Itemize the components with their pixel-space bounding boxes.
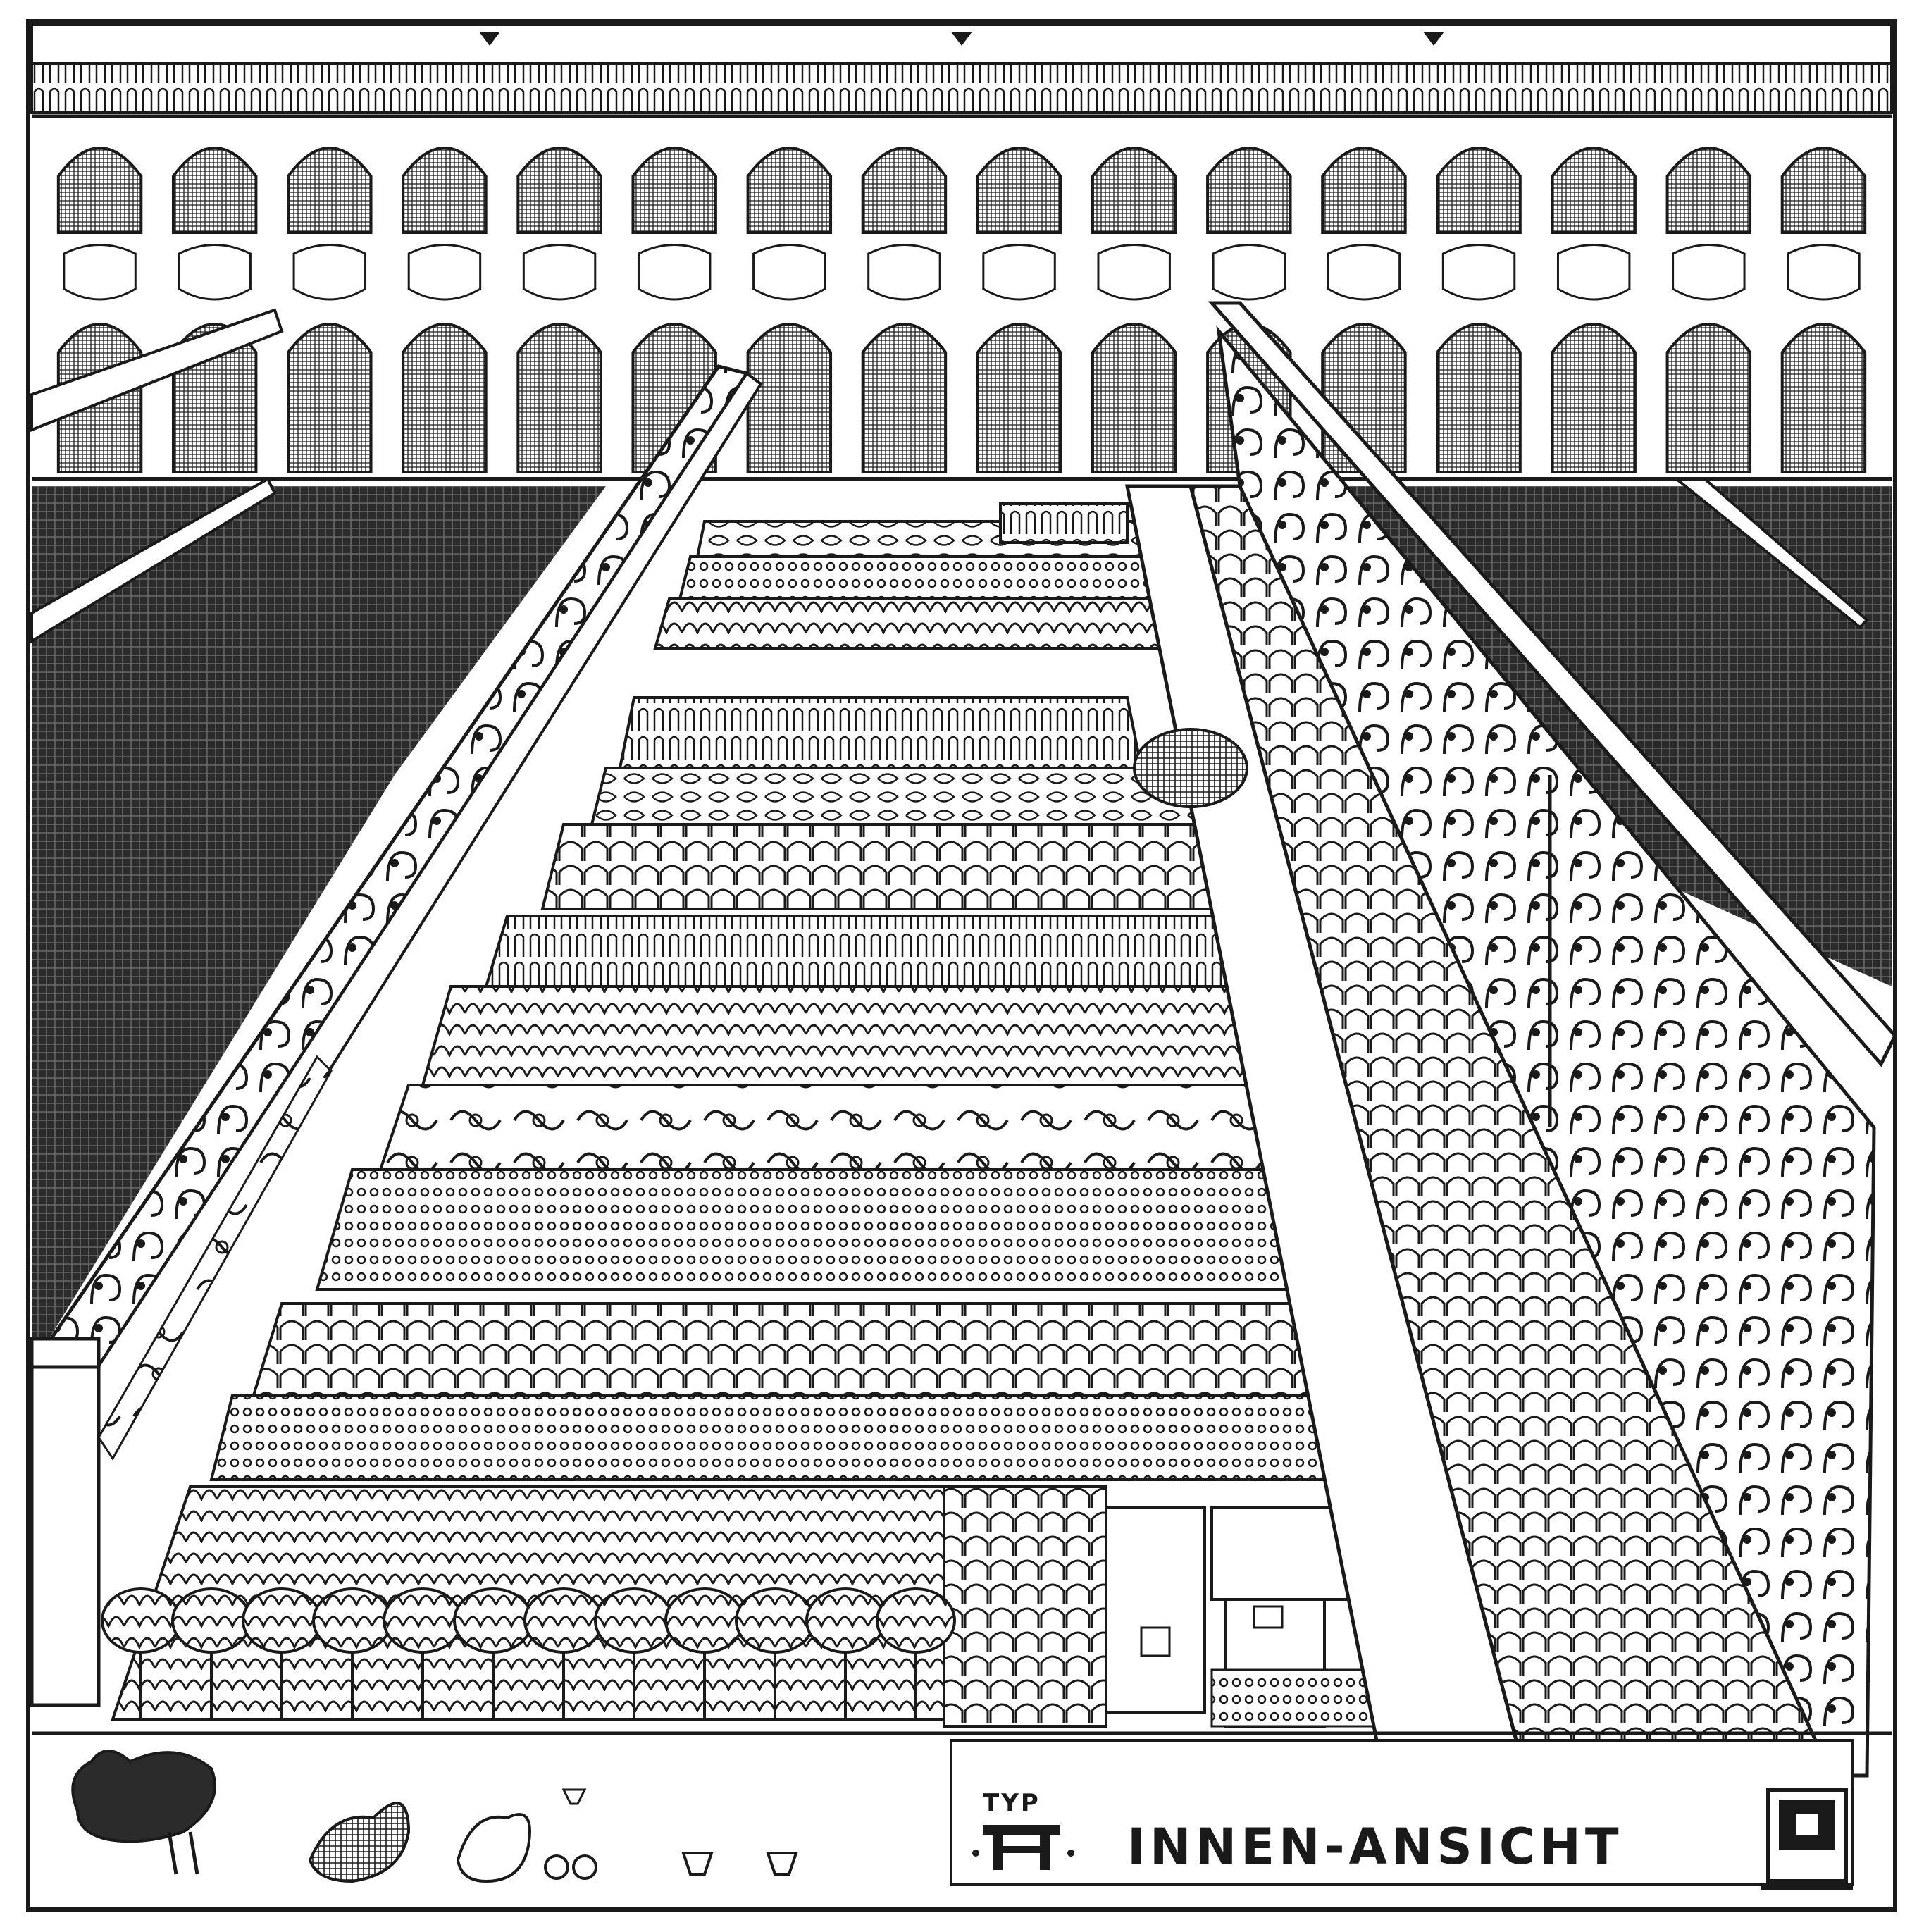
upper-arch-panel [63,244,137,301]
left-side-beam [30,308,284,432]
front-shrub [453,1587,533,1654]
upper-arch-panel [867,244,941,301]
upper-arch-window [1551,147,1637,234]
lower-arch-doorway [516,323,602,473]
front-shrub [876,1587,956,1654]
typ-label: TYP [983,1789,1041,1817]
upper-arch-window [402,147,488,234]
far-round-shrub [1133,728,1248,808]
lower-arcade [56,323,1867,473]
front-shrub [805,1587,886,1654]
lower-arch-doorway [1091,323,1177,473]
view-title: INNEN-ANSICHT [1127,1818,1623,1876]
upper-arch-window [631,147,717,234]
upper-arch-panel [522,244,597,301]
shaded-ground-left [32,486,606,1367]
upper-arch-window [287,147,373,234]
bed-row-7 [484,915,1263,988]
caption: TYP A INNEN-ANSICHT [972,1789,1623,1876]
upper-arch-panel [1787,244,1861,301]
upper-arch-window [171,147,258,234]
bed-row-3 [653,597,1186,650]
upper-arch-panel [1441,244,1516,301]
bed-row-11 [252,1302,1397,1397]
upper-arch-window [516,147,602,234]
upper-arch-panel [178,244,252,301]
lower-arch-doorway [287,323,373,473]
bed-row-12 [209,1394,1411,1481]
upper-arch-window [746,147,833,234]
upper-arch-panel [1212,244,1286,301]
left-lower-beam [30,477,277,644]
front-shrub [242,1587,322,1654]
upper-arch-window [1321,147,1407,234]
lower-arch-doorway [402,323,488,473]
front-shrub [594,1587,674,1654]
typ-letter-glyph [972,1825,1074,1870]
lower-arch-doorway [861,323,948,473]
upper-arch-window [1436,147,1522,234]
upper-arcade [56,147,1867,301]
bed-row-2 [678,555,1168,600]
bed-row-10 [315,1168,1362,1291]
right-lower-beam [1672,478,1869,629]
caption-panel [950,1739,1854,1886]
bed-row-8 [421,985,1291,1086]
far-bench [999,502,1129,544]
front-shrub [383,1587,463,1654]
upper-arch-window [1780,147,1867,234]
upper-arch-panel [407,244,482,301]
upper-arch-panel [982,244,1056,301]
chickens-icon [71,1750,798,1883]
upper-arch-window [861,147,948,234]
upper-arch-panel [1097,244,1171,301]
upper-arch-window [56,147,143,234]
upper-arch-panel [1327,244,1401,301]
front-shrub [312,1587,392,1654]
bed-row-5 [590,767,1214,826]
stepped-garden-beds [111,520,1411,1721]
front-shrub [664,1587,745,1654]
right-staircase [1124,301,1897,1778]
upper-arch-panel [1556,244,1631,301]
lower-arch-doorway [1436,323,1522,473]
upper-arch-panel [637,244,712,301]
bed-row-6 [540,823,1235,910]
lower-arch-doorway [976,323,1062,473]
monogram-icon [1761,1788,1853,1890]
upper-arch-window [976,147,1062,234]
front-shrub [735,1587,815,1654]
upper-arch-window [1091,147,1177,234]
front-shrub-row [101,1587,956,1719]
lower-arch-doorway [1780,323,1867,473]
upper-arch-panel [752,244,826,301]
bed-row-9 [378,1084,1327,1171]
left-newel-post [30,1351,101,1707]
front-shrub [171,1587,252,1654]
right-handrail [1208,301,1897,1067]
lower-arch-doorway [746,323,833,473]
upper-arch-window [1665,147,1752,234]
front-shrub [101,1587,181,1654]
cornice [30,23,1893,118]
front-shrub [523,1587,604,1654]
left-balustrade [29,364,763,1707]
lower-arch-doorway [1665,323,1752,473]
upper-arch-window [1206,147,1292,234]
upper-arch-panel [1672,244,1746,301]
bed-row-4 [618,696,1143,769]
lower-arch-doorway [1551,323,1637,473]
upper-arch-panel [292,244,367,301]
front-plots [943,1485,1481,1728]
right-railing-ornament [1216,325,1876,1778]
